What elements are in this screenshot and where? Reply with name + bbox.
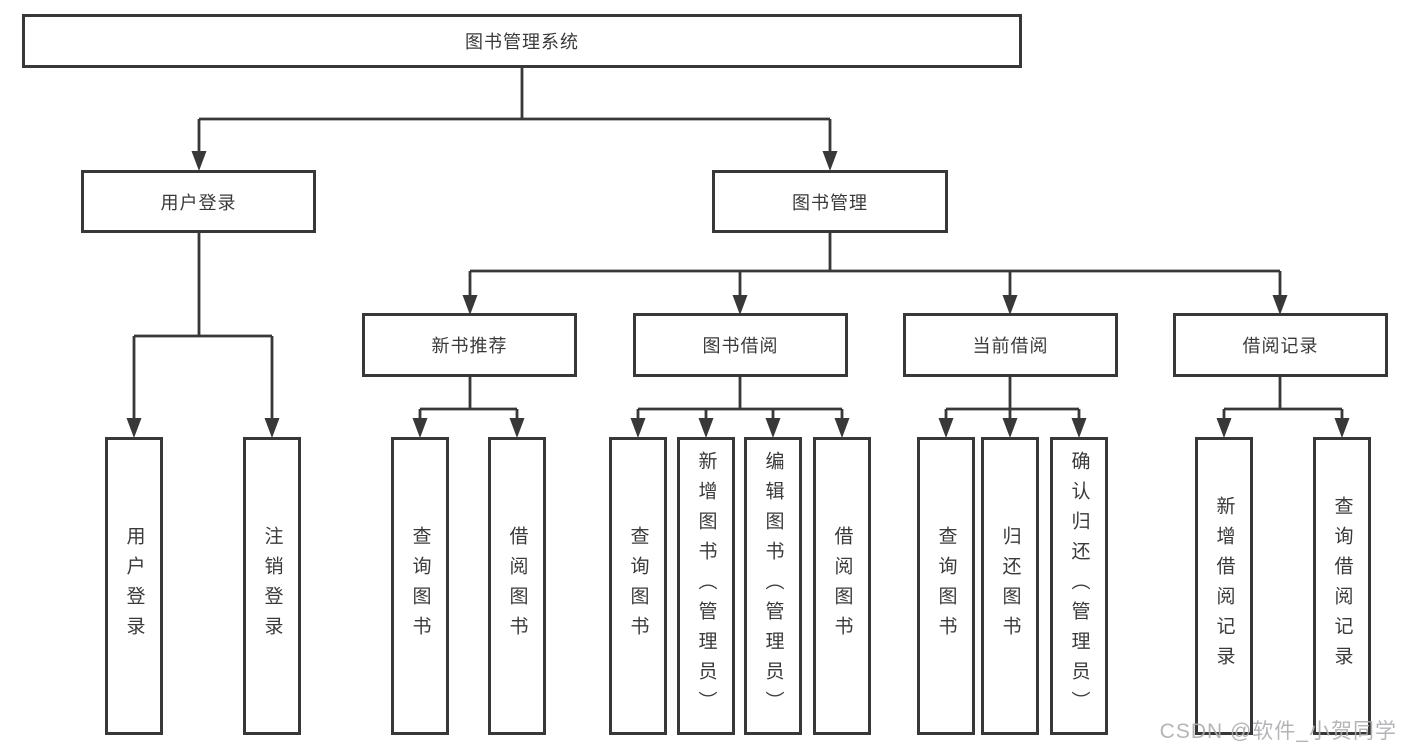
node-book-borrowing: 图书借阅 — [633, 313, 848, 377]
node-root-system: 图书管理系统 — [22, 14, 1022, 68]
leaf-edit-books-admin: 编辑图书（管理员） — [744, 437, 802, 735]
leaf-label: 确认归还（管理员） — [1068, 451, 1090, 721]
leaf-label: 新增图书（管理员） — [695, 451, 717, 721]
leaf-label: 借阅图书 — [506, 526, 528, 646]
leaf-query-books-2: 查询图书 — [609, 437, 667, 735]
leaf-query-borrow-record: 查询借阅记录 — [1313, 437, 1371, 735]
leaf-return-books: 归还图书 — [981, 437, 1039, 735]
leaf-borrow-books-1: 借阅图书 — [488, 437, 546, 735]
leaf-user-login: 用户登录 — [105, 437, 163, 735]
node-label: 新书推荐 — [431, 336, 508, 356]
node-label: 图书管理 — [792, 192, 868, 213]
leaf-label: 注销登录 — [261, 526, 283, 646]
node-book-management-branch: 图书管理 — [712, 170, 948, 233]
leaf-borrow-books-2: 借阅图书 — [813, 437, 871, 735]
node-label: 当前借阅 — [972, 336, 1049, 356]
leaf-confirm-return-admin: 确认归还（管理员） — [1050, 437, 1108, 735]
node-user-login-branch: 用户登录 — [81, 170, 316, 233]
node-root-label: 图书管理系统 — [465, 32, 579, 52]
node-label: 借阅记录 — [1242, 336, 1319, 356]
leaf-query-books-3: 查询图书 — [917, 437, 975, 735]
node-label: 用户登录 — [160, 192, 237, 213]
watermark: CSDN @软件_小贺同学 — [1159, 720, 1397, 743]
node-label: 图书借阅 — [702, 336, 779, 356]
leaf-label: 用户登录 — [123, 526, 145, 646]
leaf-label: 归还图书 — [999, 526, 1021, 646]
leaf-label: 借阅图书 — [831, 526, 853, 646]
leaf-label: 新增借阅记录 — [1213, 496, 1235, 676]
arrowhead-icons — [126, 151, 1350, 438]
leaf-label: 查询图书 — [627, 526, 649, 646]
node-new-book-recommend: 新书推荐 — [362, 313, 577, 377]
leaf-label: 查询图书 — [409, 526, 431, 646]
leaf-add-borrow-record: 新增借阅记录 — [1195, 437, 1253, 735]
leaf-logout: 注销登录 — [243, 437, 301, 735]
node-borrowing-records: 借阅记录 — [1173, 313, 1388, 377]
leaf-label: 编辑图书（管理员） — [762, 451, 784, 721]
leaf-label: 查询借阅记录 — [1331, 496, 1353, 676]
leaf-label: 查询图书 — [935, 526, 957, 646]
node-current-borrowing: 当前借阅 — [903, 313, 1118, 377]
leaf-add-books-admin: 新增图书（管理员） — [677, 437, 735, 735]
leaf-query-books-1: 查询图书 — [391, 437, 449, 735]
